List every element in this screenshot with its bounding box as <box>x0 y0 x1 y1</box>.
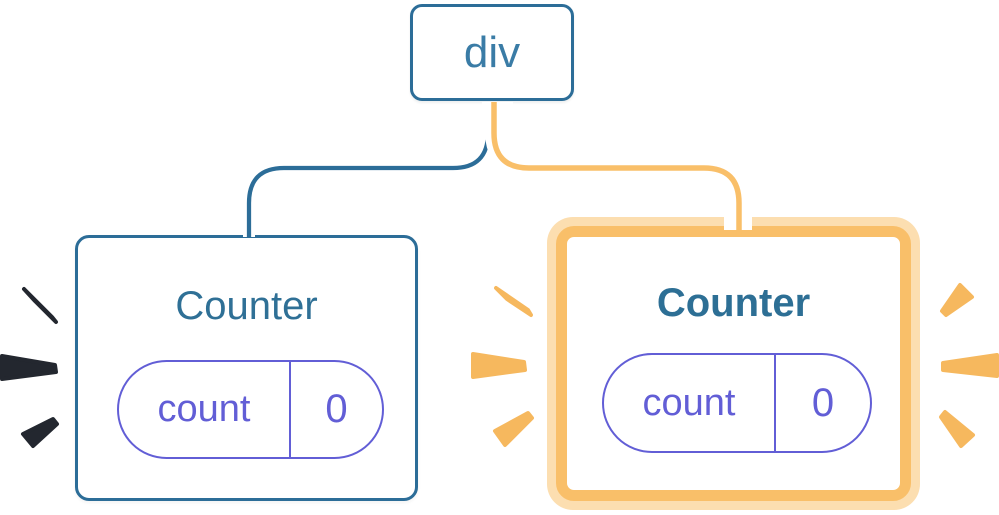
spark-dark-middle-icon <box>0 354 58 381</box>
right-card-left-sparks <box>471 286 534 447</box>
root-node-label: div <box>463 27 521 77</box>
edge-to-right-counter <box>491 102 742 236</box>
root-div-node: div <box>410 4 574 101</box>
spark-orange-right-top-icon <box>940 283 974 317</box>
spark-dark-bottom-icon <box>21 417 59 448</box>
spark-orange-right-bottom-icon <box>939 410 975 448</box>
spark-orange-left-middle-icon <box>471 352 527 379</box>
left-state-pill: count 0 <box>117 360 384 459</box>
edge-to-left-counter <box>246 102 491 237</box>
right-counter-title: Counter <box>656 281 811 325</box>
right-card-right-sparks <box>939 283 999 448</box>
left-counter-title: Counter <box>175 284 318 328</box>
spark-orange-right-middle-icon <box>941 353 999 378</box>
left-card-sparks <box>0 287 59 448</box>
right-state-key: count <box>604 355 776 451</box>
spark-orange-left-top-icon <box>494 286 533 317</box>
edge-right-casing <box>485 102 752 230</box>
edge-left-casing <box>243 102 494 237</box>
left-counter-card: Counter count 0 <box>75 235 418 501</box>
right-counter-card: Counter count 0 <box>556 226 911 501</box>
left-state-key: count <box>119 362 291 457</box>
spark-orange-left-bottom-icon <box>493 411 534 447</box>
right-state-value: 0 <box>811 380 835 425</box>
left-state-value: 0 <box>325 387 348 431</box>
spark-dark-top-icon <box>22 287 58 324</box>
right-state-pill: count 0 <box>602 353 872 453</box>
